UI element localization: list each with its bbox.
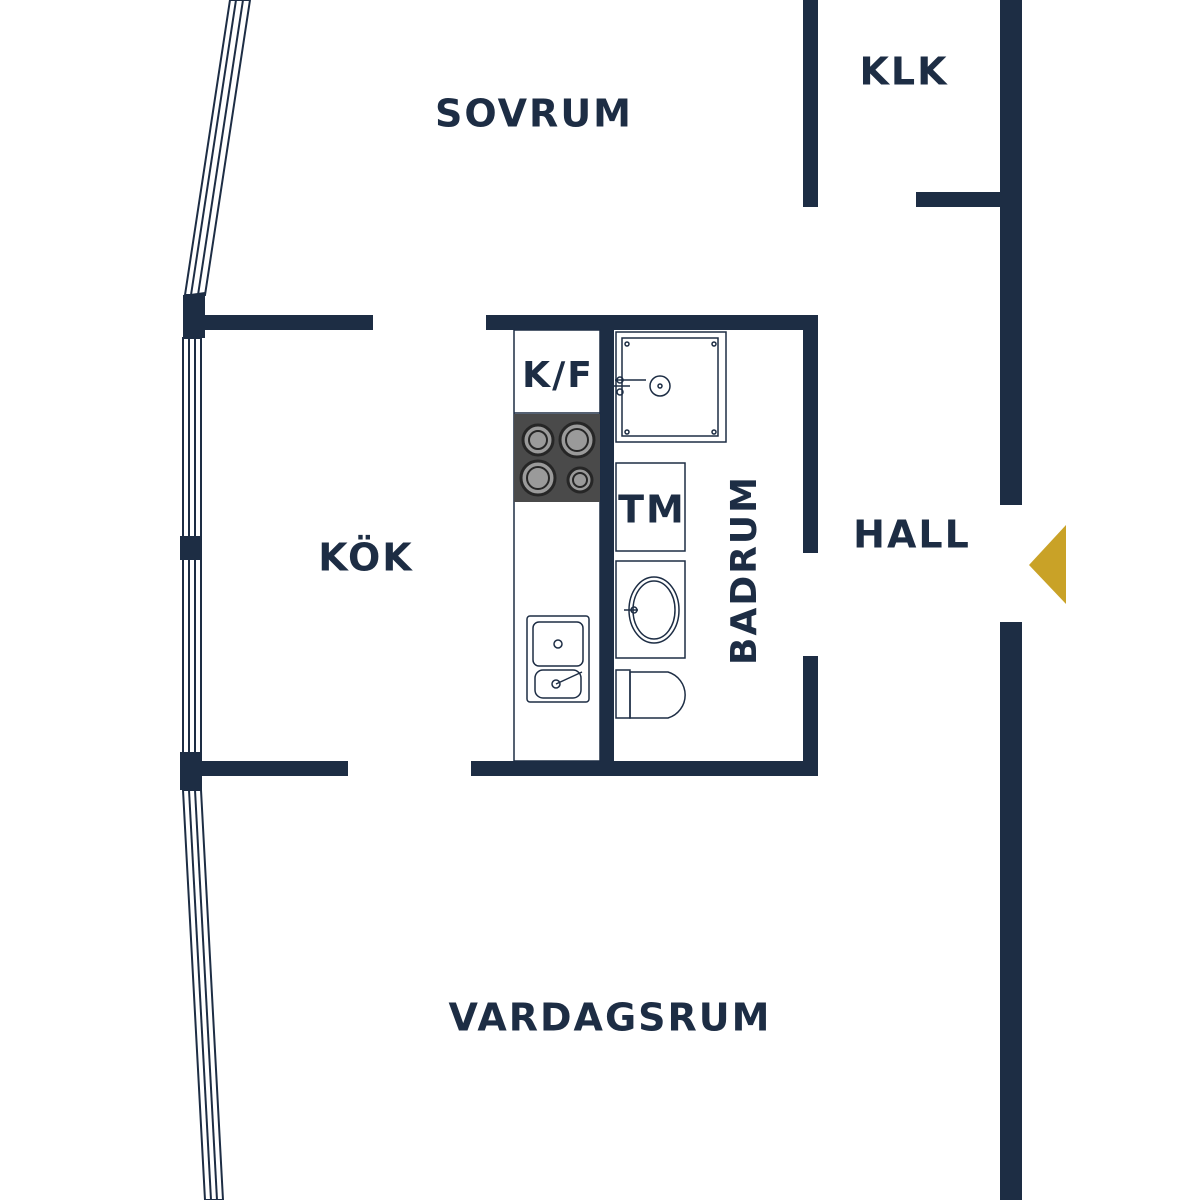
wall	[916, 192, 1018, 207]
room-label-tm: TM	[618, 488, 686, 532]
room-label-hall: HALL	[853, 513, 971, 557]
wall-pillar	[180, 536, 202, 560]
wall	[803, 315, 818, 553]
entrance-arrow-icon	[1029, 525, 1066, 604]
wall-pillar	[183, 292, 205, 338]
room-label-kok: KÖK	[318, 536, 414, 580]
stove-icon	[514, 414, 600, 502]
wall	[471, 761, 818, 776]
room-label-kf: K/F	[522, 355, 594, 396]
wall	[1000, 0, 1022, 505]
wall-pillar	[180, 752, 202, 790]
wall	[200, 315, 373, 330]
washing-machine-space	[615, 462, 686, 552]
room-label-vardagsrum: VARDAGSRUM	[449, 996, 772, 1040]
wall	[803, 656, 818, 776]
kitchen-counter	[513, 329, 601, 762]
room-label-badrum: BADRUM	[724, 475, 765, 665]
shower-icon	[614, 331, 727, 443]
room-label-sovrum: SOVRUM	[435, 92, 633, 136]
wall	[803, 0, 818, 207]
toilet-icon	[615, 669, 686, 719]
wall	[600, 315, 614, 776]
wall	[200, 761, 348, 776]
wall	[1000, 622, 1022, 1200]
walls	[180, 0, 1022, 1200]
room-label-klk: KLK	[859, 50, 948, 94]
window-wall	[181, 0, 252, 1200]
kitchen-sink-icon	[526, 615, 590, 703]
wall	[486, 315, 818, 330]
washbasin-icon	[615, 560, 686, 659]
